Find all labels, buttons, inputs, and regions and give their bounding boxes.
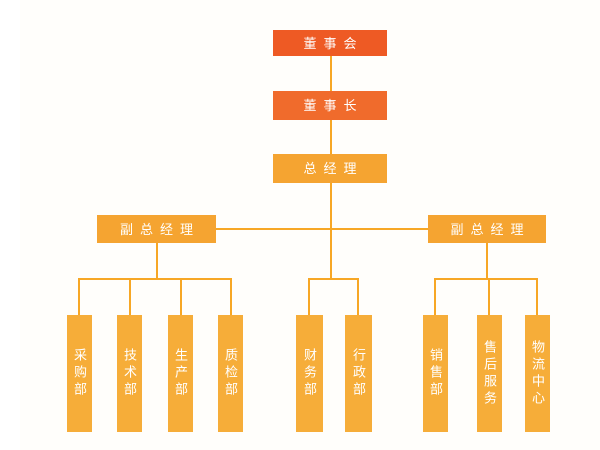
node-deputy-gm-right: 副总经理 xyxy=(428,215,546,243)
connector-line xyxy=(230,278,232,315)
connector-line xyxy=(357,278,359,315)
connector-line xyxy=(156,243,158,280)
connector-line xyxy=(129,278,131,315)
node-general-manager: 总经理 xyxy=(273,154,387,183)
node-deputy-gm-left: 副总经理 xyxy=(97,215,216,243)
node-board-of-directors: 董事会 xyxy=(273,30,387,56)
node-dept-after-sales-service: 售后服务 xyxy=(477,315,502,432)
node-dept-technology: 技术部 xyxy=(117,315,142,432)
connector-line xyxy=(308,278,310,315)
connector-line xyxy=(180,278,182,315)
connector-line xyxy=(78,278,80,315)
node-dept-logistics-center: 物流中心 xyxy=(525,315,550,432)
connector-line xyxy=(216,228,428,230)
node-chairman: 董事长 xyxy=(273,91,387,120)
node-dept-sales: 销售部 xyxy=(423,315,448,432)
connector-line xyxy=(434,278,538,280)
node-dept-administration: 行政部 xyxy=(345,315,372,432)
connector-line xyxy=(330,183,332,280)
connector-line xyxy=(536,278,538,315)
connector-line xyxy=(488,278,490,315)
node-dept-production: 生产部 xyxy=(168,315,193,432)
node-dept-purchasing: 采购部 xyxy=(67,315,92,432)
connector-line xyxy=(330,120,332,154)
connector-line xyxy=(434,278,436,315)
connector-line xyxy=(78,278,232,280)
node-dept-finance: 财务部 xyxy=(296,315,323,432)
connector-line xyxy=(308,278,359,280)
connector-line xyxy=(330,56,332,92)
connector-line xyxy=(486,243,488,280)
node-dept-quality-inspection: 质检部 xyxy=(218,315,243,432)
